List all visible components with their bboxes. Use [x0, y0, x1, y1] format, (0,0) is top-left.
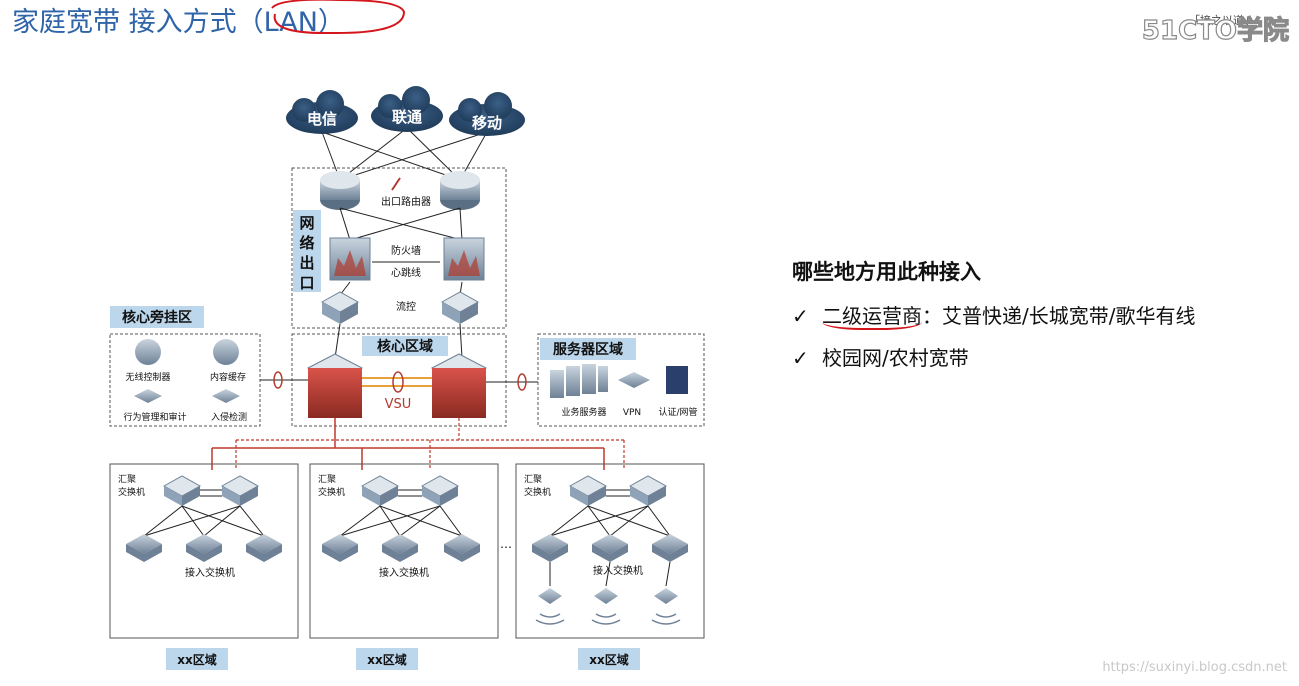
firewall-right-icon [443, 237, 485, 281]
server-area-label: 服务器区域 [553, 341, 623, 358]
vsu-links [362, 377, 432, 387]
zone-box-3 [515, 463, 705, 639]
exit-router-label: 出口路由器 [381, 195, 431, 208]
usage-heading: 哪些地方用此种接入 [792, 260, 981, 284]
behavior-audit-icon [134, 389, 162, 403]
isp-label: 联通 [392, 108, 422, 126]
zone-box-2 [309, 463, 499, 639]
check-icon: ✓ [792, 304, 809, 328]
firewall-left-icon [329, 237, 371, 281]
core-zone-links [211, 418, 625, 470]
business-server-icon [550, 364, 608, 398]
usage-item: ✓ 二级运营商：艾普快递/长城宽带/歌华有线 [792, 300, 1196, 330]
vpn-icon [618, 372, 650, 388]
cloud-liantong-icon: 联通 [371, 86, 443, 132]
exit-router-right-icon [440, 171, 480, 210]
ellipsis: … [500, 537, 512, 551]
watermark: https://suxinyi.blog.csdn.net [1102, 660, 1287, 675]
core-area-label: 核心区域 [377, 338, 433, 355]
zone-label: xx区域 [177, 652, 216, 667]
brand-tagline: 「接之以道」 [1189, 14, 1255, 27]
exit-area-label-bg [293, 210, 321, 292]
core-area-label-bg [362, 336, 448, 356]
server-item-label: 认证/网管 [658, 406, 697, 418]
brand-logo: 51CTO学院 [1141, 15, 1289, 46]
aggregation-label: 汇聚交换机 [524, 474, 551, 498]
check-icon: ✓ [792, 346, 809, 370]
cloud-dianxin-icon: 电信 [286, 90, 358, 134]
vsu-label: VSU [385, 397, 412, 412]
handwritten-circle [271, 0, 406, 35]
core-switch-left-icon [306, 353, 364, 418]
zone-3-devices [532, 475, 688, 625]
server-area-label-bg [540, 338, 636, 360]
core-switch-right-icon [430, 353, 488, 418]
usage-item-text: 校园网/农村宽带 [822, 346, 969, 370]
flow-core-links [334, 323, 463, 359]
bypass-link-marker [273, 371, 283, 389]
zone-label-bg [578, 648, 640, 670]
usage-item-text: ：艾普快递/长城宽带/歌华有线 [922, 304, 1196, 328]
bypass-area-label: 核心旁挂区 [122, 309, 192, 326]
bypass-item-label: 无线控制器 [125, 371, 170, 383]
vsu-link-marker [392, 371, 404, 393]
aggregation-label: 汇聚交换机 [118, 474, 145, 498]
zone-box-1 [109, 463, 299, 639]
usage-item-highlight: 二级运营商 [822, 304, 922, 330]
zone-label: xx区域 [367, 652, 406, 667]
exit-area-label: 网络出口 [299, 214, 314, 292]
auth-management-icon [666, 366, 688, 394]
exit-area-box [291, 167, 507, 329]
flow-control-left-icon [320, 291, 360, 324]
isp-label: 移动 [472, 114, 502, 132]
zone-label-bg [356, 648, 418, 670]
access-label: 接入交换机 [185, 566, 235, 579]
cloud-yidong-icon: 移动 [449, 92, 525, 136]
access-label: 接入交换机 [593, 564, 643, 577]
router-firewall-links [339, 207, 463, 296]
firewall-label: 防火墙 [391, 244, 421, 257]
zone-1-devices [126, 475, 282, 562]
server-item-label: VPN [623, 408, 641, 418]
exit-router-left-icon [320, 171, 360, 210]
pen-icon [391, 177, 401, 191]
wireless-controller-icon [135, 339, 161, 365]
flow-control-right-icon [440, 291, 480, 324]
server-item-label: 业务服务器 [561, 406, 606, 418]
intrusion-detection-icon [212, 389, 240, 403]
bypass-item-label: 入侵检测 [211, 411, 247, 423]
isp-label: 电信 [307, 110, 337, 128]
aggregation-label: 汇聚交换机 [318, 474, 345, 498]
usage-item: ✓ 校园网/农村宽带 [792, 342, 969, 371]
server-link-marker [517, 373, 527, 391]
zone-label: xx区域 [589, 652, 628, 667]
flow-control-label: 流控 [396, 300, 416, 313]
heartbeat-label: 心跳线 [391, 266, 421, 279]
zone-2-devices [322, 475, 480, 562]
network-diagram: 电信 联通 移动 网络出口 出口路由器 防火墙 心跳线 [109, 0, 705, 670]
content-cache-icon [213, 339, 239, 365]
zone-label-bg [166, 648, 228, 670]
slide-title: 家庭宽带 接入方式（LAN） [12, 7, 345, 38]
server-area-box [537, 333, 705, 427]
bypass-item-label: 行为管理和审计 [123, 411, 186, 423]
bypass-area-label-bg [110, 306, 204, 328]
access-label: 接入交换机 [379, 566, 429, 579]
bypass-item-label: 内容缓存 [210, 371, 246, 383]
